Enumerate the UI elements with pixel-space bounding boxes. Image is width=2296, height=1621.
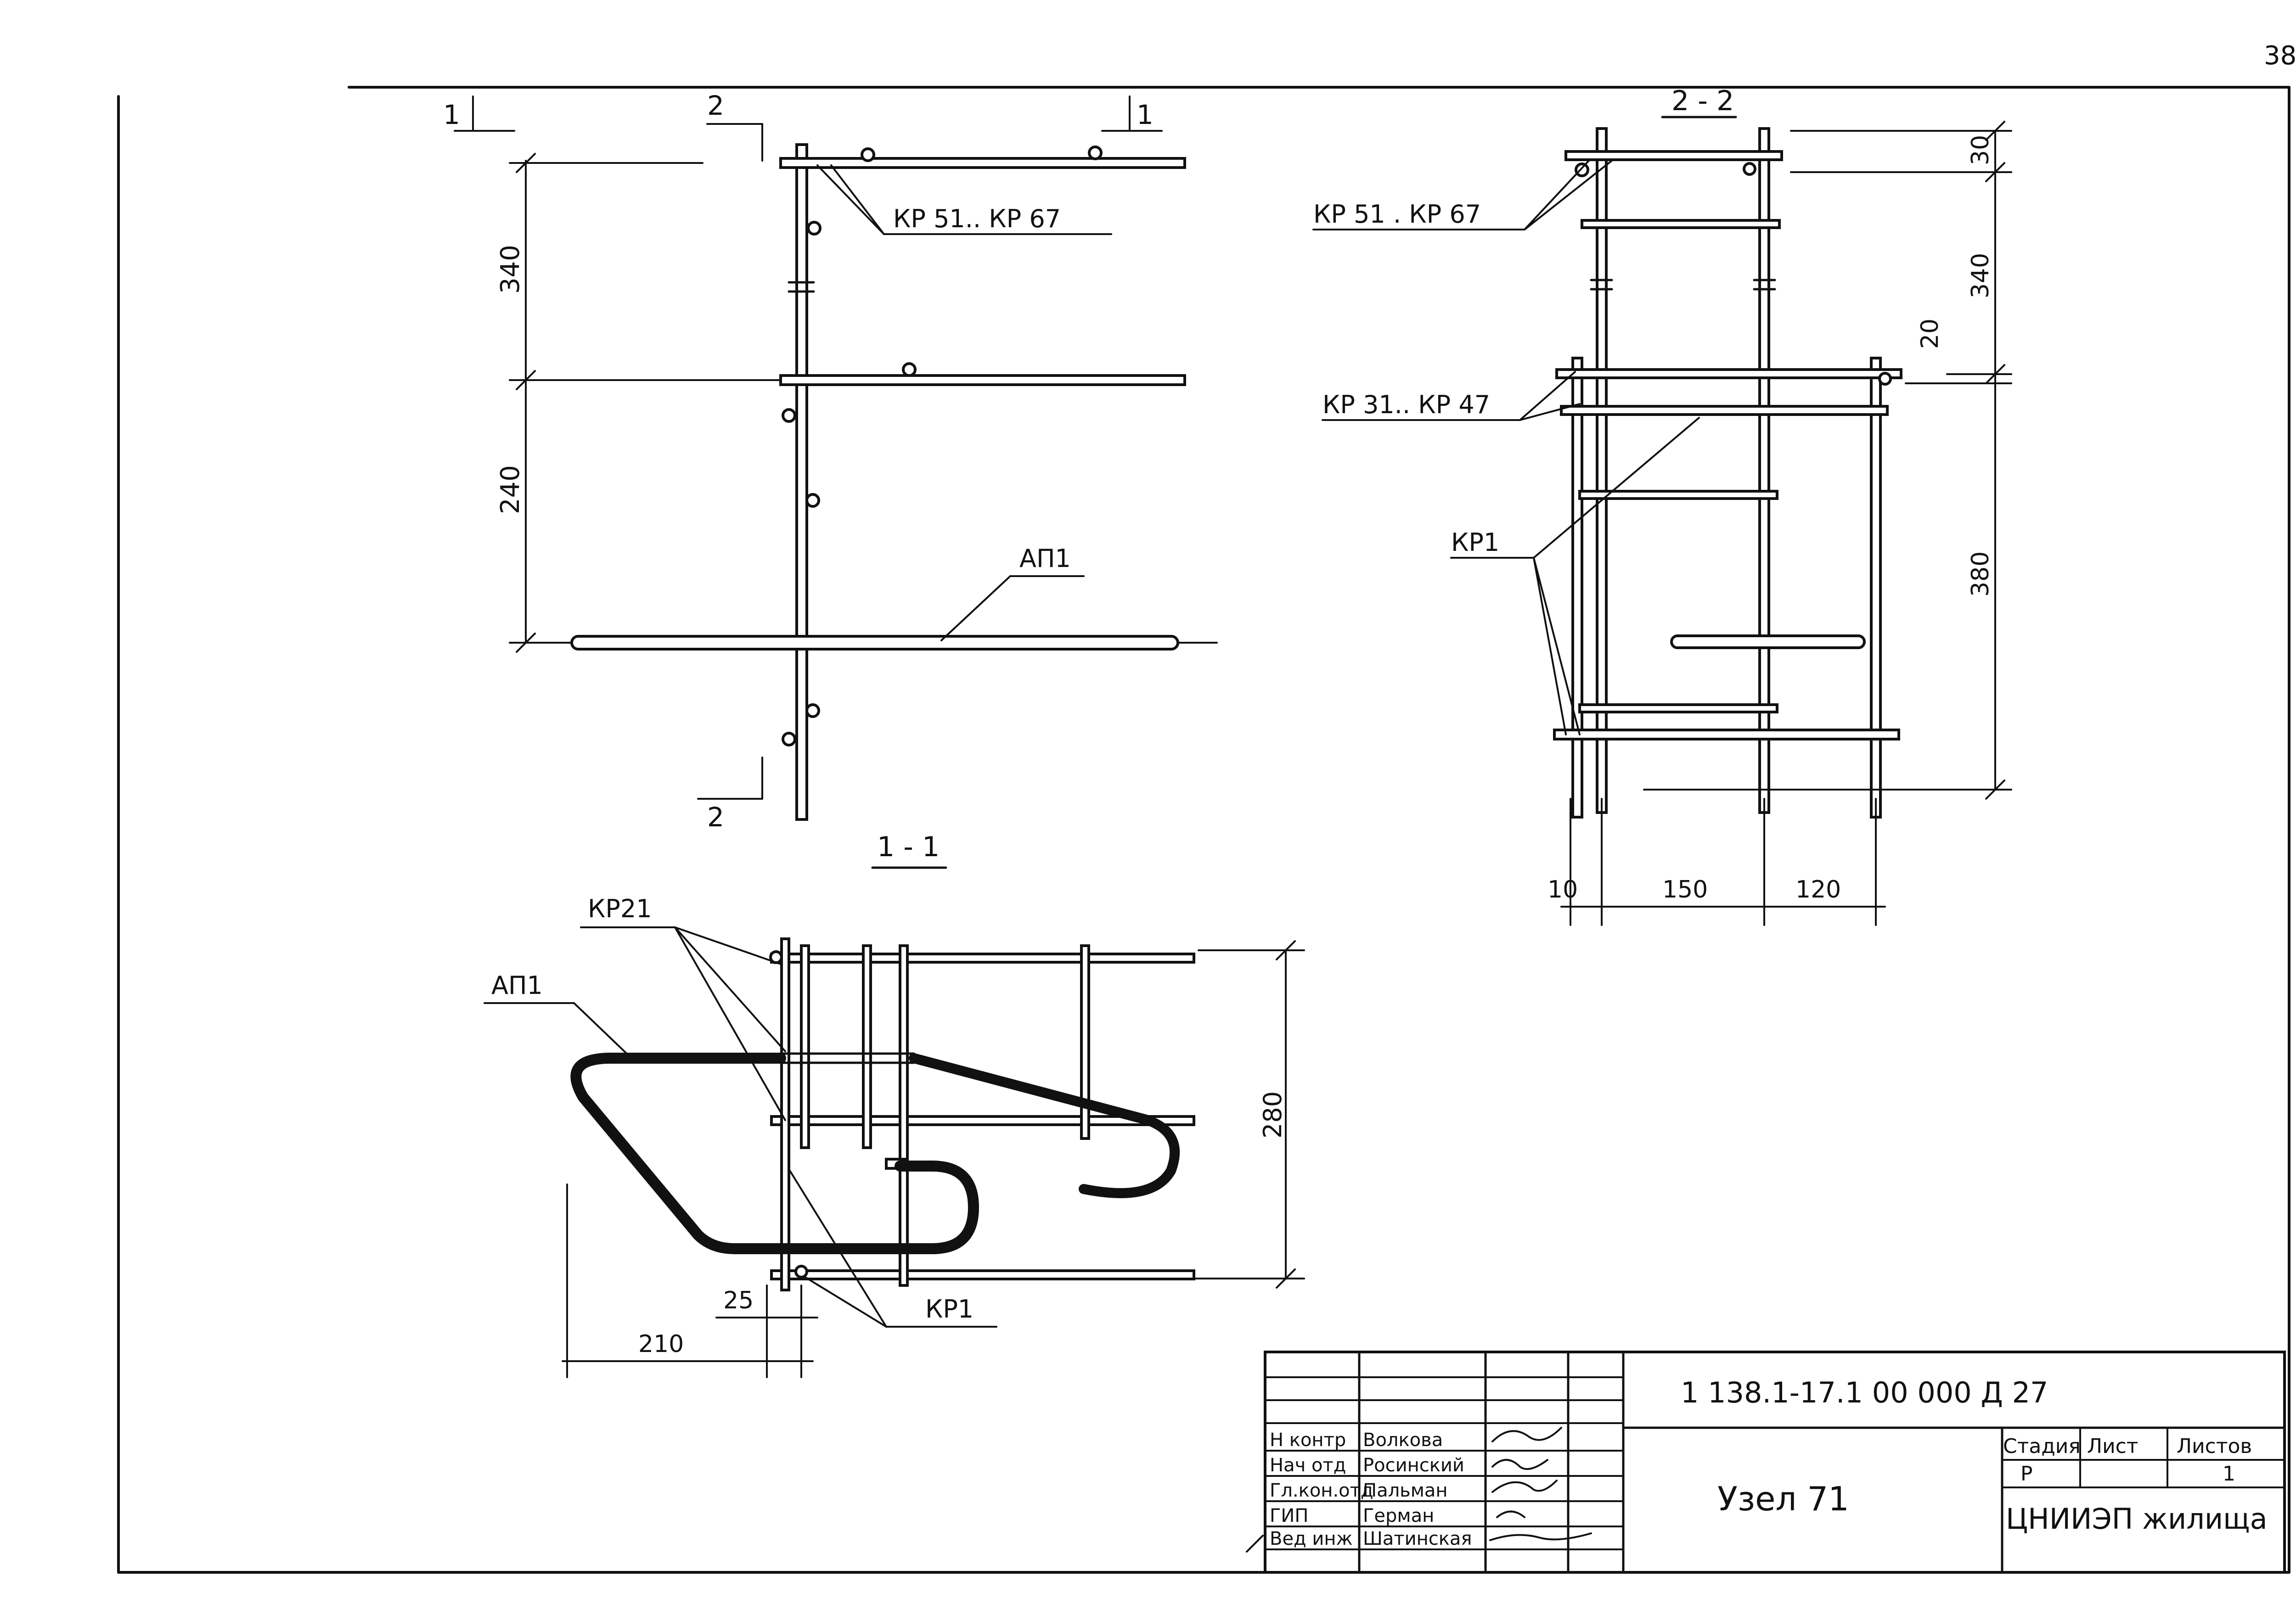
label-kp1-plan: КР1 [925, 1295, 974, 1324]
dim-10: 10 [1548, 876, 1578, 903]
dim-210: 210 [638, 1330, 684, 1358]
section-mark-2-bottom: 2 [697, 757, 763, 833]
dim-340-b: 340 [1967, 253, 1994, 298]
view-2-2-title: 2 - 2 [1671, 85, 1734, 117]
name-0: Волкова [1363, 1430, 1443, 1451]
label-ap1-plan: АП1 [491, 971, 543, 1000]
dim-240: 240 [495, 465, 525, 514]
label-kp31-kp47: КР 31.. КР 47 [1322, 390, 1490, 419]
svg-text:1: 1 [1137, 99, 1154, 130]
name-1: Росинский [1363, 1455, 1464, 1476]
label-kp51-kp67-2: КР 51 . КР 67 [1313, 200, 1481, 229]
label-ap1: АП1 [1019, 544, 1071, 573]
name-3: Герман [1363, 1505, 1434, 1526]
title-block: 1 138.1-17.1 00 000 Д 27 Узел 71 Стадия … [1246, 1351, 2286, 1574]
sheet-border [117, 86, 2290, 1574]
dim-120: 120 [1795, 876, 1841, 903]
dim-30: 30 [1967, 135, 1994, 165]
label-kp1: КР1 [1451, 528, 1499, 557]
drawing-title: Узел 71 [1717, 1480, 1849, 1518]
doc-code: 1 138.1-17.1 00 000 Д 27 [1681, 1376, 2048, 1409]
section-mark-1-right: 1 [1101, 95, 1163, 132]
dim-380: 380 [1967, 551, 1994, 597]
dim-25: 25 [723, 1287, 754, 1314]
value-sheets: 1 [2223, 1462, 2235, 1486]
signatures [1489, 1427, 1592, 1541]
view-1-1: 1 1 2 2 [443, 90, 1218, 869]
role-3: ГИП [1270, 1505, 1308, 1526]
role-4: Вед инж [1270, 1528, 1353, 1549]
label-kp21: КР21 [588, 894, 652, 923]
header-sheet: Лист [2087, 1435, 2138, 1458]
header-sheets: Листов [2177, 1435, 2252, 1458]
dim-20: 20 [1916, 319, 1944, 349]
value-stage: Р [2020, 1462, 2033, 1486]
label-kp51-kp67: КР 51.. КР 67 [893, 204, 1061, 233]
name-2: Пальман [1363, 1480, 1448, 1501]
page-number: 38 [2264, 41, 2296, 71]
name-4: Шатинская [1363, 1528, 1472, 1549]
header-stage: Стадия [2003, 1435, 2081, 1458]
role-1: Нач отд [1270, 1455, 1346, 1476]
view-2-2: 2 - 2 КР 51 . КР 67 КР 31.. КР 47 [1312, 85, 2012, 926]
role-0: Н контр [1270, 1430, 1346, 1451]
organization: ЦНИИЭП жилища [2006, 1502, 2268, 1536]
svg-text:2: 2 [707, 802, 724, 833]
dim-340: 340 [495, 245, 525, 294]
svg-text:2: 2 [707, 90, 724, 121]
section-mark-2-top: 2 [706, 90, 763, 162]
plan-view: КР21 АП1 КР1 280 25 210 [484, 894, 1305, 1378]
svg-text:1: 1 [443, 99, 460, 130]
section-mark-1-left: 1 [443, 95, 515, 132]
role-2: Гл.кон.отд [1270, 1480, 1373, 1501]
view-1-1-title: 1 - 1 [877, 831, 940, 863]
dim-150: 150 [1662, 876, 1708, 903]
dim-280: 280 [1258, 1091, 1287, 1139]
